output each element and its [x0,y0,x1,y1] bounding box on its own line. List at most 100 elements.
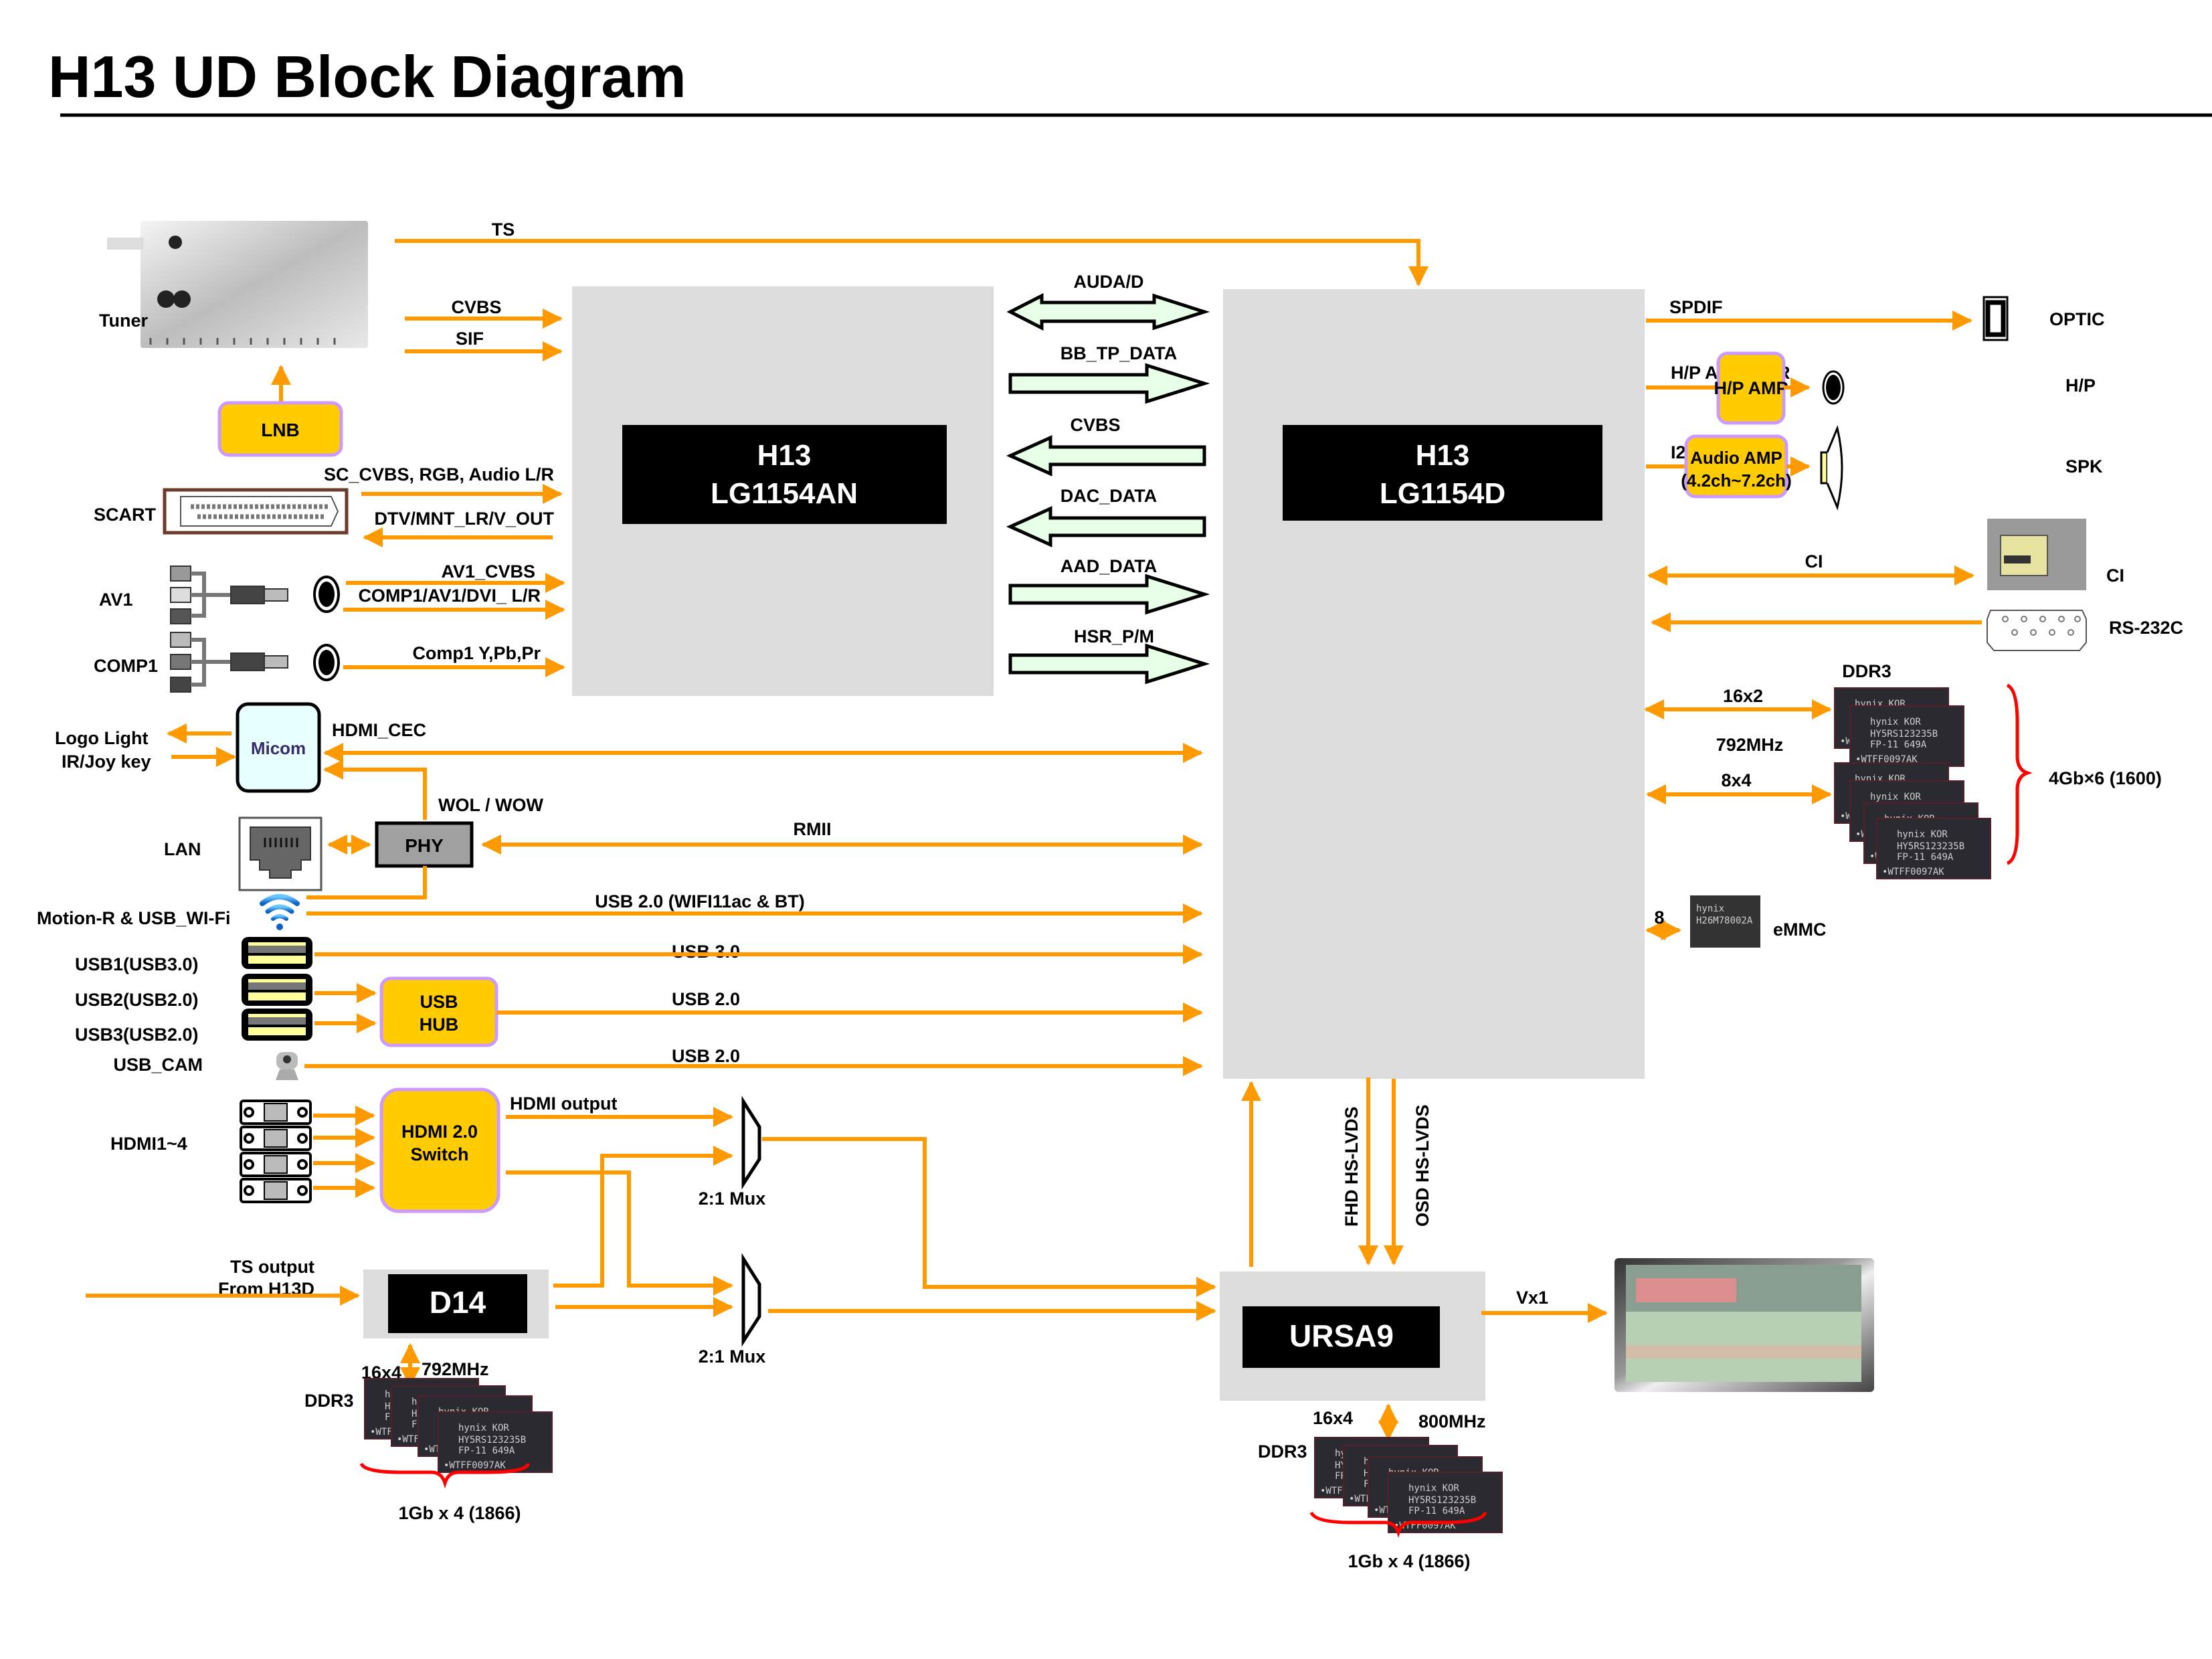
bus-label-aad-data: AAD_DATA [1061,556,1158,576]
hdmi-port-2 [240,1126,312,1151]
logo-light-label: Logo Light [55,728,148,748]
d14-ddr-chips [364,1378,553,1473]
bus-label-cvbs: CVBS [1070,415,1120,435]
h13d-ddr-chips [1834,687,1991,879]
d14-ddr-brace [359,1462,531,1489]
h13d-ddr-label: DDR3 [1842,661,1892,681]
usb2-port-icon [242,974,312,1006]
mux2-symbol [741,1253,761,1347]
tuner-label: Tuner [99,311,148,331]
audio-amp-line1: Audio AMP [1690,448,1782,468]
lnb-box [217,401,343,457]
signal-sif: SIF [456,329,484,349]
dram-chip [1849,705,1964,767]
page-title: H13 UD Block Diagram [48,43,686,110]
signal-scart-out: DTV/MNT_LR/V_OUT [374,509,554,529]
lan-port-icon [238,816,322,891]
signal-usb30: USB 3.0 [672,942,740,962]
h13d-ddr-freq: 792MHz [1716,735,1784,755]
tv-panel-icon [1615,1258,1874,1392]
comp1-rca-cable [170,632,288,693]
ts-output-line1: TS output [230,1257,314,1277]
ursa-ddr-brace [1309,1511,1487,1538]
scart-label: SCART [94,505,157,525]
ir-joy-label: IR/Joy key [62,752,151,772]
mux2-label: 2:1 Mux [699,1346,766,1367]
lan-label: LAN [164,839,201,859]
usb2-label: USB2(USB2.0) [75,990,199,1010]
bus-label-dac-data: DAC_DATA [1061,486,1158,506]
chip-h13d-line2: LG1154D [1380,477,1505,510]
ursa-ddr-label: DDR3 [1258,1442,1307,1462]
svg-text:hynix: hynix [1696,903,1724,914]
usb-hub-line2: HUB [420,1015,459,1035]
signal-hdmi-output: HDMI output [510,1094,617,1114]
usb3-label: USB3(USB2.0) [75,1025,199,1045]
ursa-ddr-freq: 800MHz [1418,1411,1486,1431]
optic-label: OPTIC [2049,309,2105,329]
chip-h13d-line1: H13 [1416,439,1470,472]
spk-label: SPK [2065,456,2103,476]
wire-mux1-ursa [762,1137,1216,1297]
hp-amp-label: H/P AMP [1714,378,1788,398]
signal-ci: CI [1805,551,1823,572]
av1-rca-cable [170,565,288,624]
signal-cvbs: CVBS [451,297,501,317]
signal-osd-lvds: OSD HS-LVDS [1412,1104,1433,1227]
hdmi-label: HDMI1~4 [110,1134,187,1154]
d14-ddr-freq: 792MHz [422,1359,489,1379]
bus-arrow-auda-d [1006,292,1210,331]
chip-h13-lg1154d: H13 LG1154D [1223,289,1645,1079]
signal-wol: WOL / WOW [438,795,543,815]
hdmi-port-1 [240,1100,312,1125]
wire-d14-mux1 [553,1146,733,1288]
chip-d14-label: D14 [430,1285,486,1320]
signal-scart-in: SC_CVBS, RGB, Audio L/R [324,464,554,485]
ci-slot-icon [1987,519,2086,590]
dram-chip [438,1411,553,1473]
comp1-jack-icon [313,644,340,681]
signal-usb20-cam: USB 2.0 [672,1046,740,1066]
chip-h13an-line1: H13 [757,439,812,472]
tuner-image [141,221,368,348]
bus-label-bb-tp-data: BB_TP_DATA [1061,343,1178,363]
signal-hdmi-cec: HDMI_CEC [332,720,426,740]
wire-hdmi-switch-mux2 [506,1170,733,1296]
hdmi-switch-line1: HDMI 2.0 [401,1122,478,1142]
usb1-port-icon [242,937,312,969]
bus-arrow-aad-data [1008,574,1210,615]
h13d-ddr-capacity: 4Gb×6 (1600) [2049,768,2162,788]
signal-av1-cvbs: AV1_CVBS [441,561,535,582]
h13d-ddr-bus1: 16x2 [1723,686,1763,706]
speaker-icon [1820,425,1843,511]
bus-arrow-hsr-pm [1008,643,1210,685]
signal-usb-wifi: USB 2.0 (WIFI11ac & BT) [595,891,805,911]
wifi-label: Motion-R & USB_WI-Fi [37,908,230,928]
usb-hub-line1: USB [420,992,458,1012]
ursa-ddr-bus: 16x4 [1313,1408,1353,1428]
wire-phy-wifi [306,866,427,899]
usb3-port-icon [242,1009,312,1041]
chip-h13an-line2: LG1154AN [711,477,858,510]
micom-label: Micom [251,738,306,758]
signal-ts: TS [492,220,515,240]
bus-arrow-cvbs [1006,435,1206,476]
bus-arrow-dac-data [1006,506,1206,547]
rs232-label: RS-232C [2109,618,2183,638]
bus-label-hsr-pm: HSR_P/M [1074,626,1154,646]
emmc-bus: 8 [1654,907,1664,928]
usb-cam-label: USB_CAM [113,1055,203,1075]
hdmi-port-icons [240,1100,312,1203]
svg-text:H26M78002A: H26M78002A [1696,915,1753,926]
ci-label: CI [2106,565,2124,586]
h13d-ddr-bus2: 8x4 [1721,770,1751,790]
signal-vx1: Vx1 [1516,1288,1548,1308]
hdmi-port-3 [240,1152,312,1177]
d14-ddr-label: DDR3 [304,1391,354,1411]
signal-usb20-hub: USB 2.0 [672,989,740,1009]
wire-ts [395,239,1428,286]
chip-d14: D14 [363,1270,549,1338]
hp-jack-icon [1822,370,1845,405]
hdmi-switch-line2: Switch [410,1144,468,1164]
